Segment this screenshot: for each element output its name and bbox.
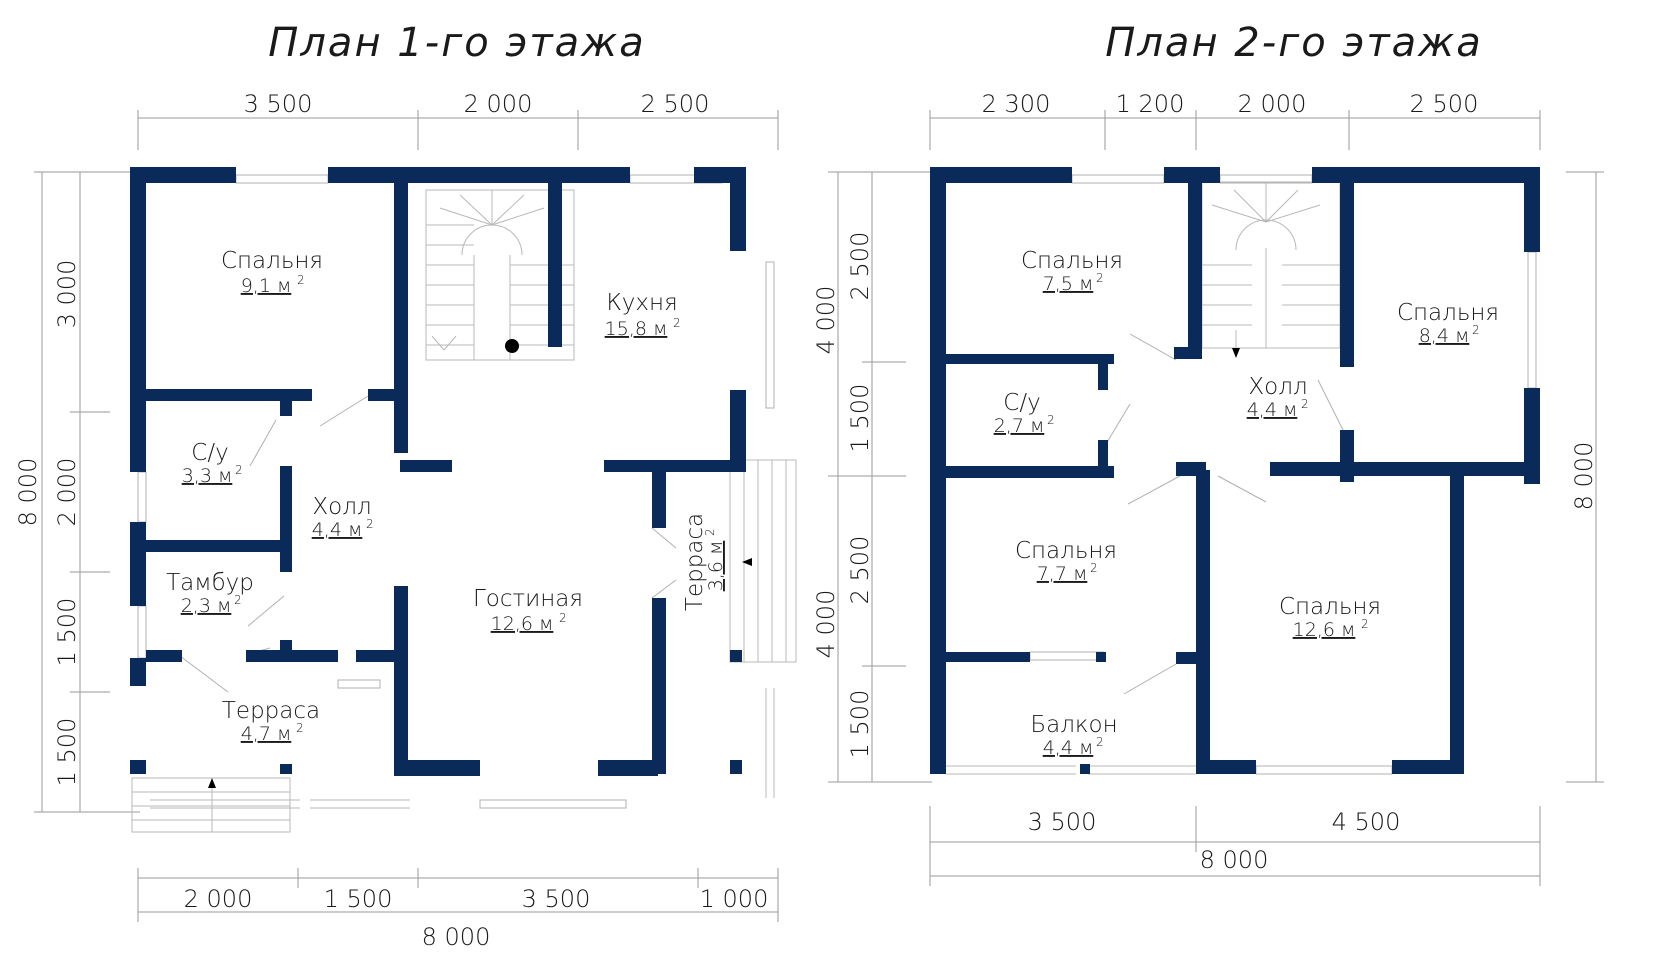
floor1-dim-top-3: 2 500 (641, 90, 710, 118)
floor1-title: План 1-го этажа (268, 20, 645, 66)
room-area: 4,4 м (1247, 399, 1298, 421)
room-area: 2,3 м (181, 595, 232, 617)
room-label: С/у (1003, 390, 1040, 416)
room-label: Терраса (222, 698, 320, 724)
floor2-dim-top-3: 2 000 (1238, 90, 1307, 118)
room-area-unit: 2 (703, 528, 717, 536)
room-area-unit: 2 (1090, 561, 1098, 575)
floor2-dim-left-3: 2 500 (846, 536, 874, 605)
room-area: 4,7 м (241, 723, 292, 745)
room-area: 12,6 м (491, 613, 554, 635)
room-label: С/у (191, 440, 228, 466)
floor1-steps (131, 459, 797, 833)
floor2-dim-bottom-2: 4 500 (1332, 808, 1401, 836)
room-area-unit: 2 (1472, 323, 1480, 337)
floor2-walls (930, 167, 1540, 774)
room-label: Спальня (1397, 300, 1499, 326)
room-label: Спальня (1021, 248, 1123, 274)
room-label: Кухня (606, 290, 677, 316)
floor1-dim-bottom-4: 1 000 (700, 885, 769, 913)
floor2-room-labels: Спальня 7,5 м 2 Спальня 8,4 м 2 С/у 2,7 … (994, 248, 1499, 759)
floor1-dim-total-bottom: 8 000 (422, 923, 491, 951)
room-label: Холл (312, 494, 371, 520)
room-area: 9,1 м (241, 275, 292, 297)
floor2-dim-bottom-1: 3 500 (1028, 808, 1097, 836)
floor1-dim-bottom-2: 1 500 (324, 885, 393, 913)
floor2-dim-left-2: 1 500 (846, 384, 874, 453)
floor2-dim-top-4: 2 500 (1410, 90, 1479, 118)
floor1-dimension-lines (34, 110, 779, 922)
floor1-dimension-labels: 3 500 2 000 2 500 2 000 1 500 3 500 1 00… (14, 90, 768, 951)
room-area-unit: 2 (234, 593, 242, 607)
room-label: Гостиная (473, 586, 583, 612)
room-area: 4,4 м (312, 519, 363, 541)
floor1-dim-bottom-3: 3 500 (522, 885, 591, 913)
room-label: Спальня (1279, 594, 1381, 620)
room-area-unit: 2 (673, 316, 681, 330)
floor2-windows (946, 174, 1537, 775)
room-label: Тамбур (166, 570, 254, 596)
floor2-dim-total-right: 8 000 (1570, 442, 1598, 511)
room-area-unit: 2 (1361, 617, 1369, 631)
floor1-dim-left-3: 1 500 (53, 598, 81, 667)
room-area-unit: 2 (366, 517, 374, 531)
floor2-dim-left-outer-2: 4 000 (812, 590, 840, 659)
floor2-staircase (1201, 181, 1341, 358)
room-label: Холл (1248, 374, 1307, 400)
room-area: 15,8 м (605, 318, 668, 340)
room-area: 3,3 м (182, 465, 233, 487)
floor2-dim-top-2: 1 200 (1116, 90, 1185, 118)
room-area-unit: 2 (296, 721, 304, 735)
floor1-dim-left-4: 1 500 (53, 718, 81, 787)
room-label: Терраса (682, 513, 708, 611)
room-area: 4,4 м (1043, 737, 1094, 759)
floor1-room-labels: Спальня 9,1 м 2 Кухня 15,8 м 2 С/у 3,3 м… (166, 248, 727, 745)
room-area-unit: 2 (1096, 271, 1104, 285)
room-area: 2,7 м (994, 415, 1045, 437)
room-label: Балкон (1030, 712, 1117, 738)
floor2-title: План 2-го этажа (1105, 20, 1482, 66)
floor2-dim-left-outer-1: 4 000 (812, 286, 840, 355)
floor2-plan: 2 300 1 200 2 000 2 500 3 500 4 500 8 00… (812, 90, 1604, 886)
floor1-door-swings (179, 395, 677, 693)
room-area-unit: 2 (235, 463, 243, 477)
floor2-dimension-lines (828, 110, 1604, 886)
room-label: Спальня (221, 248, 323, 274)
floor2-dim-total-bottom: 8 000 (1200, 846, 1269, 874)
floor1-dim-left-1: 3 000 (53, 260, 81, 329)
room-area-unit: 2 (1096, 735, 1104, 749)
floor2-dimension-labels: 2 300 1 200 2 000 2 500 3 500 4 500 8 00… (812, 90, 1598, 874)
room-area-unit: 2 (1047, 413, 1055, 427)
room-area: 7,5 м (1043, 273, 1094, 295)
room-area-unit: 2 (297, 273, 305, 287)
room-area-unit: 2 (1301, 397, 1309, 411)
floor2-dim-left-1: 2 500 (846, 232, 874, 301)
floor2-dim-left-4: 1 500 (846, 690, 874, 759)
floor1-dim-top-1: 3 500 (244, 90, 313, 118)
room-area-unit: 2 (559, 611, 567, 625)
room-area: 7,7 м (1037, 563, 1088, 585)
floor1-dim-left-2: 2 000 (53, 458, 81, 527)
room-area: 12,6 м (1293, 619, 1356, 641)
floor2-dim-top-1: 2 300 (982, 90, 1051, 118)
floor1-dim-top-2: 2 000 (464, 90, 533, 118)
floor1-staircase (425, 189, 575, 361)
room-area: 3,6 м (705, 541, 727, 592)
room-area: 8,4 м (1419, 325, 1470, 347)
floor1-dim-bottom-1: 2 000 (184, 885, 253, 913)
room-label: Спальня (1015, 538, 1117, 564)
floor1-walls (130, 167, 746, 776)
floor1-dim-total-left: 8 000 (14, 458, 42, 527)
floor1-plan: 3 500 2 000 2 500 2 000 1 500 3 500 1 00… (14, 90, 797, 951)
